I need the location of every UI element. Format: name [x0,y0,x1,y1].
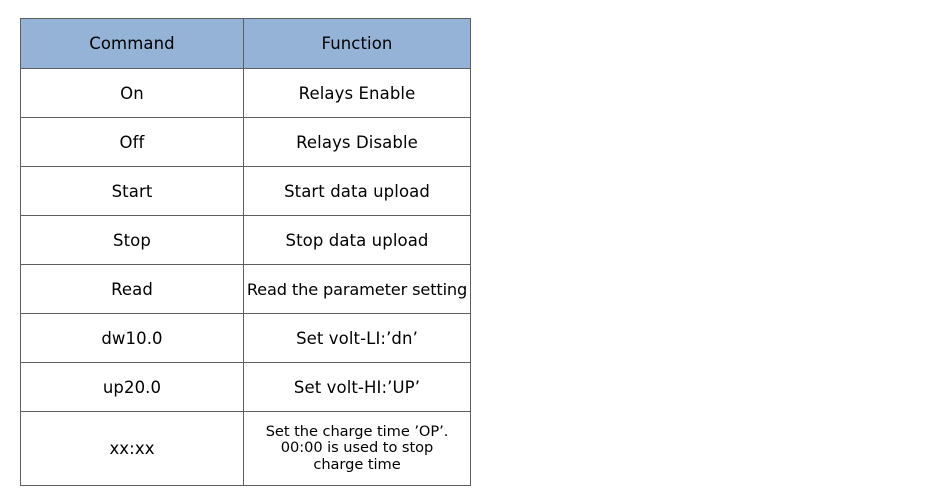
table-row: Stop Stop data upload [20,215,471,265]
table-header-row: Command Function [20,18,471,69]
cell-function: Relays Disable [243,117,471,167]
cell-function-line: charge time [313,455,401,473]
column-header-command: Command [20,18,244,69]
cell-function: Relays Enable [243,68,471,118]
table-row: Read Read the parameter setting [20,264,471,314]
table-row: Start Start data upload [20,166,471,216]
table-header: Command Function [20,18,471,69]
cell-command: dw10.0 [20,313,244,363]
table-row: xx:xx Set the charge time ’OP’. 00:00 is… [20,411,471,486]
cell-function: Start data upload [243,166,471,216]
cell-function: Stop data upload [243,215,471,265]
command-function-table: Command Function On Relays Enable Off Re… [20,18,471,486]
table-row: Off Relays Disable [20,117,471,167]
cell-function-multiline: Set the charge time ’OP’. 00:00 is used … [243,411,471,486]
table-body: On Relays Enable Off Relays Disable Star… [20,68,471,486]
cell-command: Off [20,117,244,167]
cell-function: Read the parameter setting [243,264,471,314]
cell-command: Stop [20,215,244,265]
table-row: On Relays Enable [20,68,471,118]
cell-command: Start [20,166,244,216]
cell-command: Read [20,264,244,314]
cell-command: On [20,68,244,118]
table-row: up20.0 Set volt-HI:’UP’ [20,362,471,412]
cell-function-line: Set the charge time ’OP’. [265,422,449,440]
cell-command: xx:xx [20,411,244,486]
column-header-function: Function [243,18,471,69]
cell-function: Set volt-HI:’UP’ [243,362,471,412]
table-row: dw10.0 Set volt-LI:’dn’ [20,313,471,363]
cell-function-line: 00:00 is used to stop [280,439,434,457]
cell-function: Set volt-LI:’dn’ [243,313,471,363]
cell-command: up20.0 [20,362,244,412]
